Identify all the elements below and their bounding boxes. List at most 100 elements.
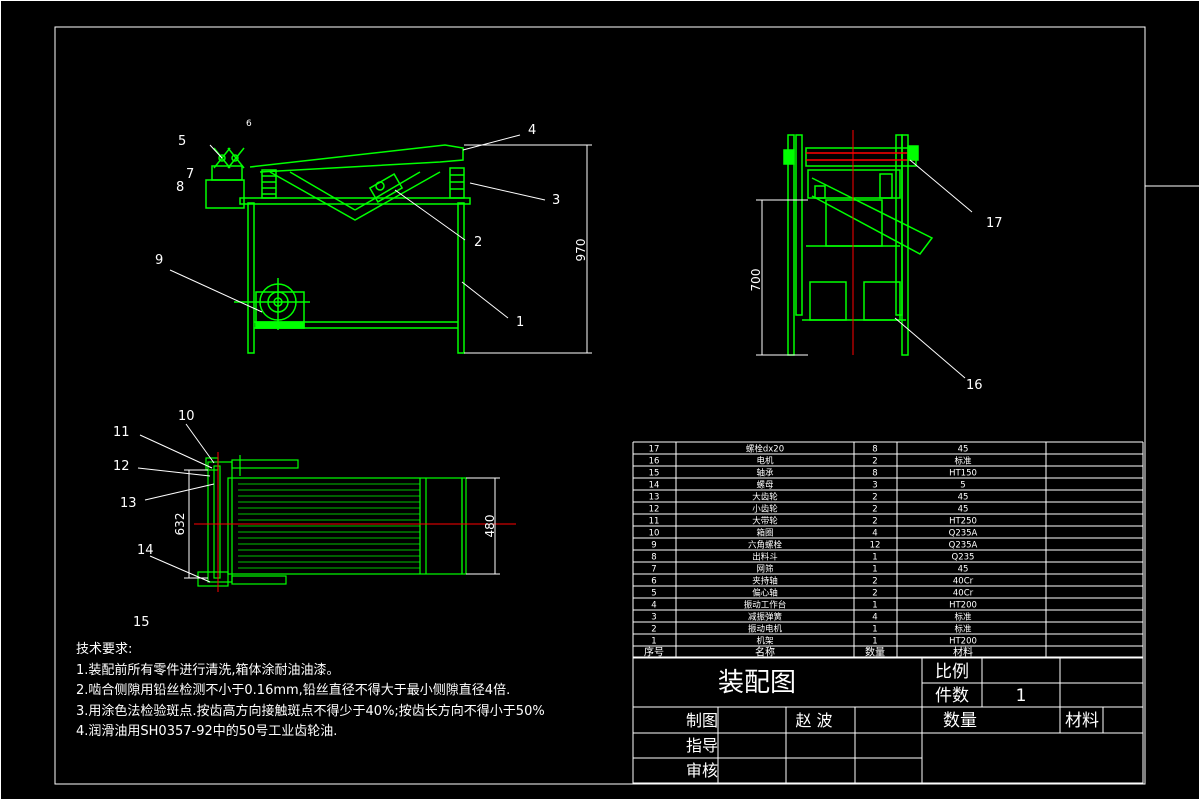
bom-cell: 电机 (756, 456, 774, 467)
callout-15: 15 (133, 615, 150, 630)
drawn-by: 赵 波 (795, 711, 832, 730)
bom-cell: 16 (649, 457, 660, 467)
bom-cell: 45 (958, 493, 969, 503)
callout-11: 11 (113, 425, 130, 440)
bom-cell: 大齿轮 (752, 492, 778, 503)
bom-header-cell: 序号 (644, 646, 664, 659)
bom-header-cell: 名称 (755, 646, 775, 659)
bom-cell: 3 (651, 613, 656, 623)
bom-cell: 夹持轴 (752, 576, 778, 587)
callout-14: 14 (137, 543, 154, 558)
bom-cell: 14 (649, 481, 660, 491)
guide-label: 指导 (686, 736, 718, 755)
callout-1: 1 (516, 315, 524, 330)
bom-cell: 9 (651, 541, 656, 551)
bom-cell: 45 (958, 505, 969, 515)
bom-cell: 40Cr (953, 577, 974, 587)
bom-cell: 小齿轮 (752, 504, 778, 515)
notes-heading: 技术要求: (76, 642, 133, 657)
callout-3: 3 (552, 193, 560, 208)
bom-cell: 六角螺栓 (748, 540, 783, 551)
material-label: 材料 (1065, 711, 1099, 731)
bom-cell: 偏心轴 (752, 588, 778, 599)
bom-cell: 2 (872, 457, 877, 467)
callout-16: 16 (966, 378, 983, 393)
bom-cell: 箱圈 (756, 528, 773, 539)
bom-cell: HT150 (949, 469, 977, 479)
bom-cell: HT200 (949, 637, 977, 647)
dim-632: 632 (173, 513, 187, 536)
bom-cell: 11 (649, 517, 660, 527)
dim-700: 700 (749, 269, 763, 292)
bom-cell: 13 (649, 493, 660, 503)
bom-cell: 2 (872, 577, 877, 587)
bom-cell: 40Cr (953, 589, 974, 599)
callout-9: 9 (155, 253, 163, 268)
bom-cell: 机架 (756, 636, 774, 647)
callout-4: 4 (528, 123, 536, 138)
dim-480: 480 (483, 515, 497, 538)
callout-7: 7 (186, 167, 194, 182)
note-item: 1.装配前所有零件进行清洗,箱体涂耐油油漆。 (76, 662, 340, 678)
bom-cell: 减振弹簧 (748, 612, 783, 623)
technical-requirements: 技术要求: 1.装配前所有零件进行清洗,箱体涂耐油油漆。 2.啮合侧隙用铅丝检测… (76, 640, 636, 743)
bom-cell: 1 (872, 553, 877, 563)
bom-cell: 8 (651, 553, 656, 563)
bom-cell: 1 (872, 637, 877, 647)
bom-cell: 4 (651, 601, 656, 611)
bom-cell: 1 (872, 565, 877, 575)
side-view (783, 134, 934, 356)
note-item: 3.用涂色法检验斑点.按齿高方向接触斑点不得少于40%;按齿长方向不得小于50% (76, 703, 545, 719)
bom-cell: Q235A (949, 541, 978, 551)
bom-cell: 5 (651, 589, 656, 599)
plan-view (197, 455, 467, 587)
bom-cell: 17 (649, 445, 660, 455)
bom-cell: 大带轮 (752, 516, 778, 527)
bom-cell: HT250 (949, 517, 977, 527)
bom-cell: 标准 (954, 456, 972, 467)
bom-cell: 4 (872, 529, 877, 539)
callout-5: 5 (178, 134, 186, 149)
bom-header-cell: 材料 (953, 646, 973, 659)
bom-cell: 轴承 (756, 468, 774, 479)
scale-label: 比例 (935, 662, 969, 682)
callout-6: 6 (246, 119, 252, 129)
bom-table (632, 441, 1144, 659)
bom-cell: 出料斗 (752, 552, 778, 563)
drawn-label: 制图 (686, 711, 718, 730)
bom-cell: HT200 (949, 601, 977, 611)
bom-cell: 8 (872, 469, 877, 479)
bom-cell: 螺母 (756, 480, 773, 491)
title-block (632, 656, 1144, 784)
bom-cell: 12 (649, 505, 660, 515)
bom-cell: Q235A (949, 529, 978, 539)
bom-cell: 3 (872, 481, 877, 491)
bom-cell: 2 (872, 589, 877, 599)
callout-8: 8 (176, 180, 184, 195)
note-item: 2.啮合侧隙用铅丝检测不小于0.16mm,铅丝直径不得大于最小侧隙直径4倍. (76, 683, 511, 698)
callout-13: 13 (120, 496, 137, 511)
bom-header-cell: 数量 (865, 646, 885, 659)
review-label: 审核 (686, 761, 718, 780)
front-view (205, 144, 471, 354)
drawing-title: 装配图 (718, 668, 796, 698)
bom-cell: 45 (958, 445, 969, 455)
inner-frame (54, 26, 1146, 785)
callout-10: 10 (178, 409, 195, 424)
bom-cell: 2 (872, 493, 877, 503)
callout-12: 12 (113, 459, 130, 474)
bom-cell: 2 (651, 625, 656, 635)
bom-cell: 标准 (954, 612, 972, 623)
bom-cell: 7 (651, 565, 656, 575)
bom-cell: 2 (872, 505, 877, 515)
bom-cell: 2 (872, 517, 877, 527)
bom-cell: 1 (872, 601, 877, 611)
bom-cell: 5 (960, 481, 965, 491)
dim-970: 970 (574, 239, 588, 262)
count-label: 件数 (935, 686, 969, 706)
note-item: 4.润滑油用SH0357-92中的50号工业齿轮油. (76, 724, 338, 739)
bom-cell: 6 (651, 577, 656, 587)
bom-cell: 振动工作台 (744, 600, 787, 611)
bom-cell: 1 (651, 637, 656, 647)
